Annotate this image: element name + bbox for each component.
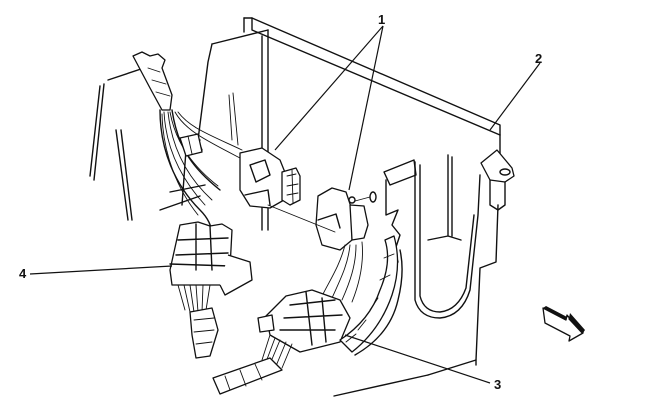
callout-1: 1 bbox=[378, 12, 386, 27]
callout-3: 3 bbox=[494, 377, 502, 392]
mounting-panel bbox=[181, 17, 515, 397]
left-connector bbox=[169, 221, 253, 359]
leader-lines bbox=[29, 25, 541, 384]
leader-4 bbox=[29, 265, 173, 275]
leader-2 bbox=[489, 62, 541, 131]
connector-pair bbox=[239, 147, 377, 251]
callout-4: 4 bbox=[19, 266, 27, 281]
callout-2: 2 bbox=[535, 51, 543, 66]
lower-connector bbox=[212, 235, 403, 395]
leader-3 bbox=[344, 334, 491, 384]
leader-1a bbox=[274, 25, 384, 151]
view-direction-arrow-icon bbox=[542, 306, 585, 342]
leader-1b bbox=[348, 25, 384, 191]
